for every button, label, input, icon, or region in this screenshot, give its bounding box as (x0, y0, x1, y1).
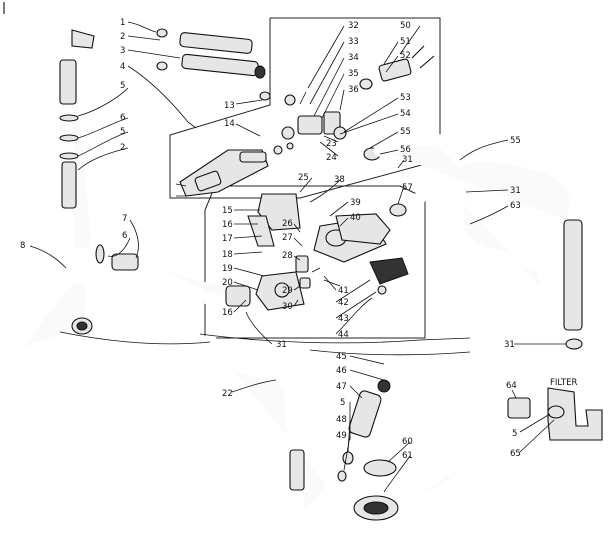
callout-26: 26 (282, 219, 293, 229)
callout-56: 56 (400, 145, 411, 155)
callout-57: 57 (402, 183, 413, 193)
callout-53: 53 (400, 93, 411, 103)
callout-6: 6 (120, 113, 125, 123)
callout-63: 63 (510, 201, 521, 211)
callout-5: 5 (340, 398, 345, 408)
callout-39: 39 (350, 198, 361, 208)
callout-27: 27 (282, 233, 293, 243)
callout-18: 18 (222, 250, 233, 260)
upper-parts-panel (169, 17, 441, 199)
filter-label: FILTER (550, 378, 578, 388)
callout-31: 31 (504, 340, 515, 350)
callout-16: 16 (222, 220, 233, 230)
callout-35: 35 (348, 69, 359, 79)
callout-31: 31 (402, 155, 413, 165)
left-vertical-hose (56, 24, 98, 260)
callout-64: 64 (506, 381, 517, 391)
callout-60: 60 (402, 437, 413, 447)
callout-14: 14 (224, 119, 235, 129)
callout-41: 41 (338, 286, 349, 296)
callout-20: 20 (222, 278, 233, 288)
callout-43: 43 (338, 314, 349, 324)
callout-15: 15 (222, 206, 233, 216)
callout-30: 30 (282, 302, 293, 312)
callout-5: 5 (512, 429, 517, 439)
callout-24: 24 (326, 153, 337, 163)
callout-36: 36 (348, 85, 359, 95)
callout-65: 65 (510, 449, 521, 459)
callout-44: 44 (338, 330, 349, 340)
callout-5: 5 (120, 81, 125, 91)
callout-33: 33 (348, 37, 359, 47)
solenoid-bracket (175, 142, 294, 197)
callout-34: 34 (348, 53, 359, 63)
callout-32: 32 (348, 21, 359, 31)
right-lower-hose (449, 189, 583, 350)
callout-61: 61 (402, 451, 413, 461)
callout-4: 4 (120, 62, 125, 72)
callout-52: 52 (400, 51, 411, 61)
callout-5: 5 (120, 127, 125, 137)
filter-assembly (507, 387, 603, 441)
callout-23: 23 (326, 139, 337, 149)
part-labels: 1 2 3 4 5 6 5 2 8 7 6 13 14 32 33 34 35 … (20, 18, 578, 461)
callout-6: 6 (122, 231, 127, 241)
pump-housing (225, 193, 409, 311)
callout-25: 25 (298, 173, 309, 183)
callout-8: 8 (20, 241, 25, 251)
right-upper-hose (373, 132, 583, 229)
lower-center-hose (85, 244, 317, 317)
callout-22: 22 (222, 389, 233, 399)
callout-17: 17 (222, 234, 233, 244)
center-parts-panel (204, 185, 426, 339)
callout-40: 40 (350, 213, 361, 223)
callout-2: 2 (120, 143, 125, 153)
callout-54: 54 (400, 109, 411, 119)
callout-28: 28 (282, 251, 293, 261)
callout-55: 55 (400, 127, 411, 137)
callout-50: 50 (400, 21, 411, 31)
callout-51: 51 (400, 37, 411, 47)
callout-16: 16 (222, 308, 233, 318)
outlet-hose (353, 408, 549, 521)
callout-1: 1 (120, 18, 125, 28)
upper-fittings (156, 28, 271, 101)
callout-3: 3 (120, 46, 125, 56)
callout-31: 31 (510, 186, 521, 196)
callout-47: 47 (336, 382, 347, 392)
callout-13: 13 (224, 101, 235, 111)
callout-19: 19 (222, 264, 233, 274)
callout-46: 46 (336, 366, 347, 376)
callout-42: 42 (338, 298, 349, 308)
callout-7: 7 (122, 214, 127, 224)
lower-pump-hose (203, 333, 397, 549)
valve-assembly (281, 45, 435, 161)
callout-29: 29 (282, 286, 293, 296)
callout-45: 45 (336, 352, 347, 362)
callout-48: 48 (336, 415, 347, 425)
callout-38: 38 (334, 175, 345, 185)
leader-lines (29, 21, 566, 493)
callout-55: 55 (510, 136, 521, 146)
callout-31: 31 (276, 340, 287, 350)
drain-hose-8 (8, 271, 98, 356)
callout-2: 2 (120, 32, 125, 42)
callout-49: 49 (336, 431, 347, 441)
